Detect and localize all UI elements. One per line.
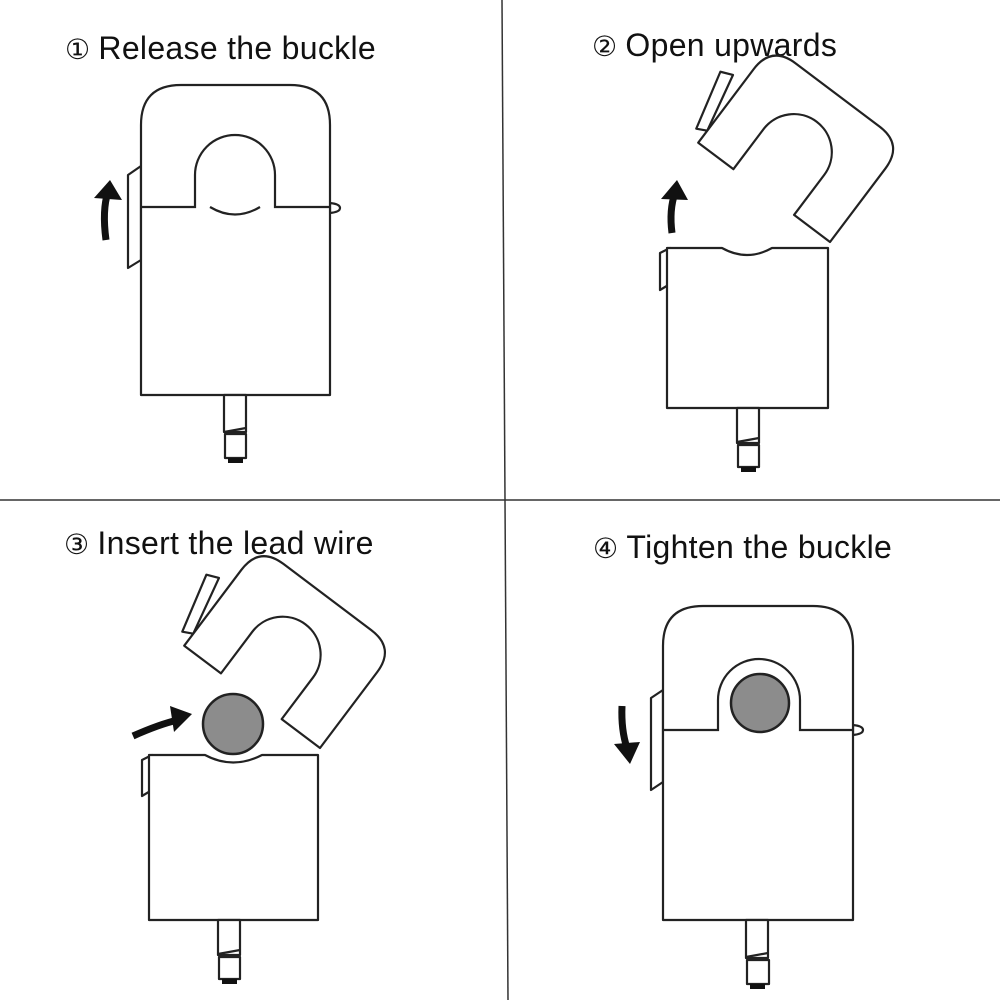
clamp-open-3 bbox=[140, 555, 386, 984]
step-3-number: ③ bbox=[64, 528, 90, 561]
step-2-number: ② bbox=[592, 30, 618, 63]
lead-wire bbox=[729, 672, 791, 734]
step-2-label: Open upwards bbox=[625, 27, 838, 63]
step-3-label: Insert the lead wire bbox=[97, 525, 374, 561]
step-4-label: Tighten the buckle bbox=[626, 529, 893, 565]
arrow-right-icon bbox=[131, 706, 192, 740]
clamp-closed-1 bbox=[126, 83, 342, 463]
lead-wire bbox=[201, 692, 265, 756]
step-1-number: ① bbox=[65, 33, 91, 66]
arrow-up-icon bbox=[661, 180, 688, 234]
clamp-open-2 bbox=[658, 54, 895, 472]
clamp-closed-4 bbox=[649, 604, 865, 989]
arrow-up-icon bbox=[94, 180, 122, 241]
step-4-number: ④ bbox=[593, 532, 619, 565]
step-1-label: Release the buckle bbox=[98, 30, 376, 66]
arrow-down-icon bbox=[614, 705, 640, 764]
